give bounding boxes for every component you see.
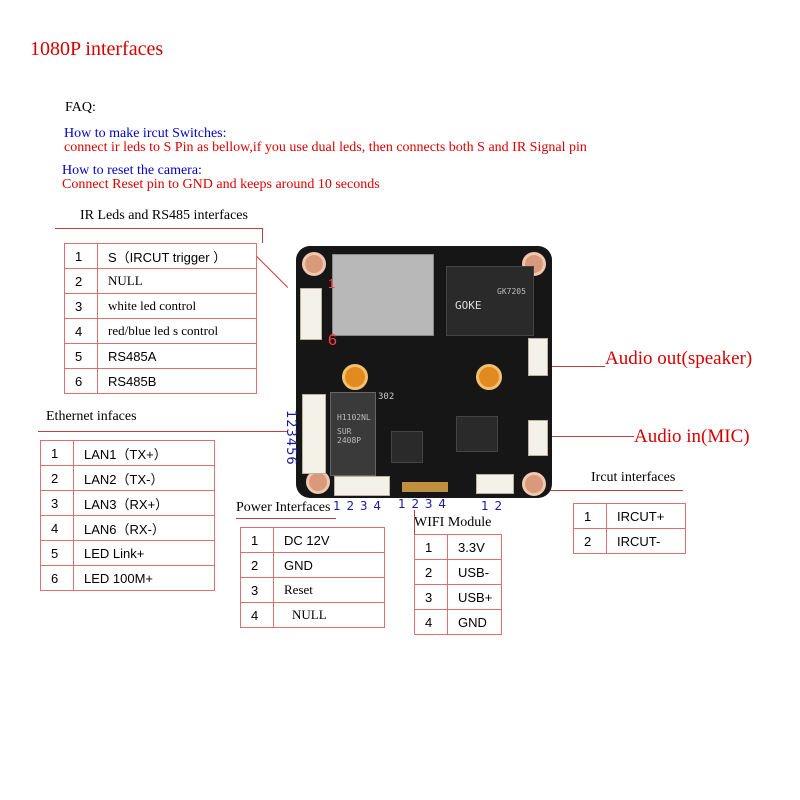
faq-answer-reset: Connect Reset pin to GND and keeps aroun… bbox=[62, 177, 380, 192]
ircut-leader-line bbox=[545, 490, 683, 491]
faq-question-ircut: How to make ircut Switches: bbox=[64, 126, 227, 141]
ethernet-magnetics: H1102NL SUR 2408P bbox=[330, 392, 376, 476]
soc-chip: GOKE GK7205 bbox=[446, 266, 534, 336]
power-leader-line bbox=[236, 518, 336, 519]
ethernet-pin-numbers: 123456 bbox=[283, 410, 298, 466]
ircut-section-heading: Ircut interfaces bbox=[591, 470, 676, 485]
audio-in-connector bbox=[528, 420, 548, 456]
mounting-hole bbox=[302, 252, 326, 276]
center-hole bbox=[342, 364, 368, 390]
faq-heading: FAQ: bbox=[65, 100, 96, 115]
ethernet-leader-line bbox=[38, 431, 288, 432]
power-pin-numbers: 1 2 3 4 bbox=[333, 499, 382, 513]
power-section-heading: Power Interfaces bbox=[236, 500, 331, 515]
audio-in-leader-line bbox=[548, 436, 634, 437]
pin-1-label: 1 bbox=[328, 276, 336, 291]
silkscreen-label: 302 bbox=[378, 392, 395, 402]
audio-chip bbox=[456, 416, 498, 452]
audio-out-callout: Audio out(speaker) bbox=[605, 348, 753, 369]
ethernet-connector bbox=[302, 394, 326, 474]
ir-leader-line bbox=[256, 256, 289, 288]
ir-section-bracket bbox=[55, 228, 263, 243]
ircut-pin-numbers: 1 2 bbox=[481, 499, 504, 513]
audio-out-connector bbox=[528, 338, 548, 376]
faq-answer-ircut: connect ir leds to S Pin as bellow,if yo… bbox=[64, 140, 587, 155]
pin-6-label: 6 bbox=[328, 332, 337, 349]
ir-section-heading: IR Leds and RS485 interfaces bbox=[80, 208, 248, 223]
wifi-section-heading: WIFI Module bbox=[414, 515, 492, 530]
camera-board: GOKE GK7205 1 6 H1102NL SUR 2408P 302 bbox=[296, 246, 552, 498]
center-hole bbox=[476, 364, 502, 390]
page-title: 1080P interfaces bbox=[30, 38, 164, 60]
power-ic bbox=[391, 431, 423, 463]
audio-out-leader-line bbox=[545, 366, 605, 367]
wifi-header bbox=[402, 482, 448, 492]
wifi-pin-numbers: 1 2 3 4 bbox=[398, 497, 447, 511]
power-connector bbox=[334, 476, 390, 496]
ir-connector bbox=[300, 288, 322, 340]
wifi-leader-line bbox=[414, 510, 415, 534]
ethernet-section-heading: Ethernet infaces bbox=[46, 409, 137, 424]
ircut-connector bbox=[476, 474, 514, 494]
sd-card-slot bbox=[332, 254, 434, 336]
faq-question-reset: How to reset the camera: bbox=[62, 163, 202, 178]
audio-in-callout: Audio in(MIC) bbox=[634, 426, 750, 447]
mounting-hole bbox=[306, 470, 330, 494]
mounting-hole bbox=[522, 472, 546, 496]
